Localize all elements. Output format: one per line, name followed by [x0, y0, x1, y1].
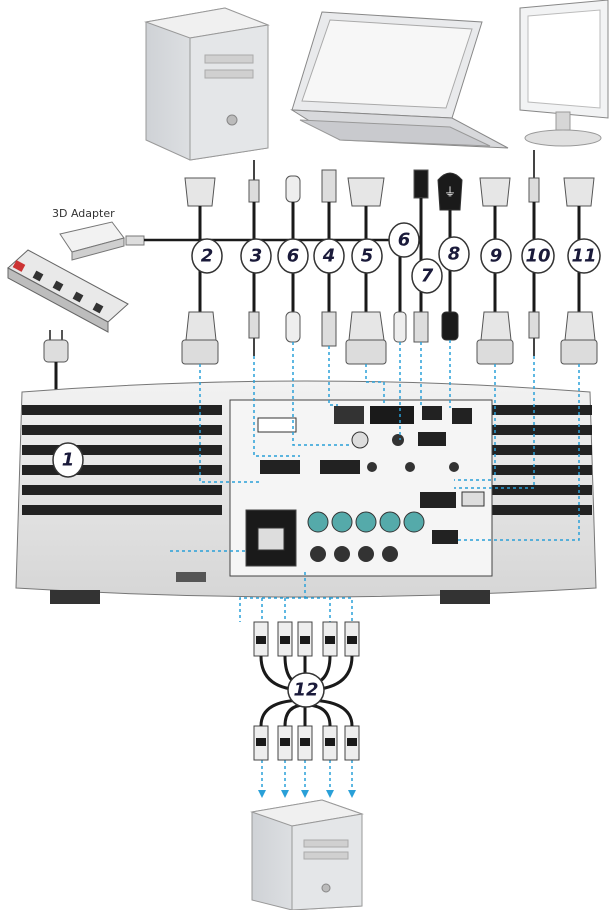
left-vent	[22, 405, 222, 515]
usb-port	[452, 408, 472, 424]
monitor-icon	[519, 0, 609, 147]
callout-5: 5	[351, 238, 383, 274]
callout-10: 10	[521, 238, 555, 274]
svg-text:8: 8	[448, 244, 461, 265]
usb-icon: ⏚	[444, 185, 456, 199]
bnc-cable-12	[253, 621, 360, 761]
svg-text:1: 1	[62, 450, 75, 471]
svg-text:6: 6	[398, 230, 411, 251]
callout-8: 8	[438, 236, 470, 272]
callout-1: 1	[52, 442, 84, 478]
callout-4: 4	[313, 238, 345, 274]
hdmi-port-2	[334, 406, 364, 424]
port-row-1	[418, 432, 446, 446]
projector-foot-right	[440, 590, 490, 604]
svg-text:3: 3	[250, 246, 263, 267]
adapter-label: 3D Adapter	[52, 207, 115, 220]
sync-jack	[392, 434, 404, 446]
projector-foot-left	[50, 590, 100, 604]
bnc-jack-3	[355, 511, 377, 533]
svg-text:2: 2	[201, 246, 214, 267]
callout-6-right: 6	[388, 222, 420, 258]
bnc-jack-2	[331, 511, 353, 533]
callout-3: 3	[240, 238, 272, 274]
vga-in-port	[260, 460, 300, 474]
svg-text:6: 6	[287, 246, 300, 267]
bnc-jack-1	[307, 511, 329, 533]
desktop-pc-icon	[144, 7, 270, 161]
displayport-port	[422, 406, 442, 420]
svg-text:12: 12	[293, 680, 318, 701]
callout-11: 11	[567, 238, 601, 274]
bnc-jack-4	[379, 511, 401, 533]
vga-in-port-2	[320, 460, 360, 474]
signal-lines	[170, 340, 580, 790]
svg-text:10: 10	[525, 246, 550, 267]
right-vent	[490, 405, 592, 515]
arrowheads	[258, 790, 356, 798]
svg-text:7: 7	[421, 266, 434, 287]
laptop-icon	[290, 11, 509, 149]
rs232-port	[420, 492, 456, 508]
video-jack	[351, 431, 369, 449]
power-strip-icon	[7, 249, 129, 333]
rs232-cable-11	[560, 177, 598, 365]
projector-icon	[15, 380, 597, 604]
cable-7	[413, 169, 429, 343]
bnc-jack-5	[403, 511, 425, 533]
svg-text:4: 4	[322, 246, 336, 267]
callout-6-left: 6	[277, 238, 309, 274]
rs232-port-2	[432, 530, 458, 544]
desktop-pc-icon-bottom	[250, 799, 364, 910]
callout-12: 12	[287, 672, 325, 708]
svg-text:9: 9	[490, 246, 503, 267]
lan-port	[461, 491, 485, 507]
callout-2: 2	[191, 238, 223, 274]
dvi-port	[370, 406, 414, 424]
callout-9: 9	[480, 238, 512, 274]
svg-text:5: 5	[361, 246, 374, 267]
usb-cable-8: ⏚	[437, 172, 463, 341]
callout-7: 7	[411, 258, 443, 294]
svg-text:11: 11	[571, 246, 596, 267]
hdmi-port	[257, 417, 297, 433]
vga-cable-9	[476, 177, 514, 365]
